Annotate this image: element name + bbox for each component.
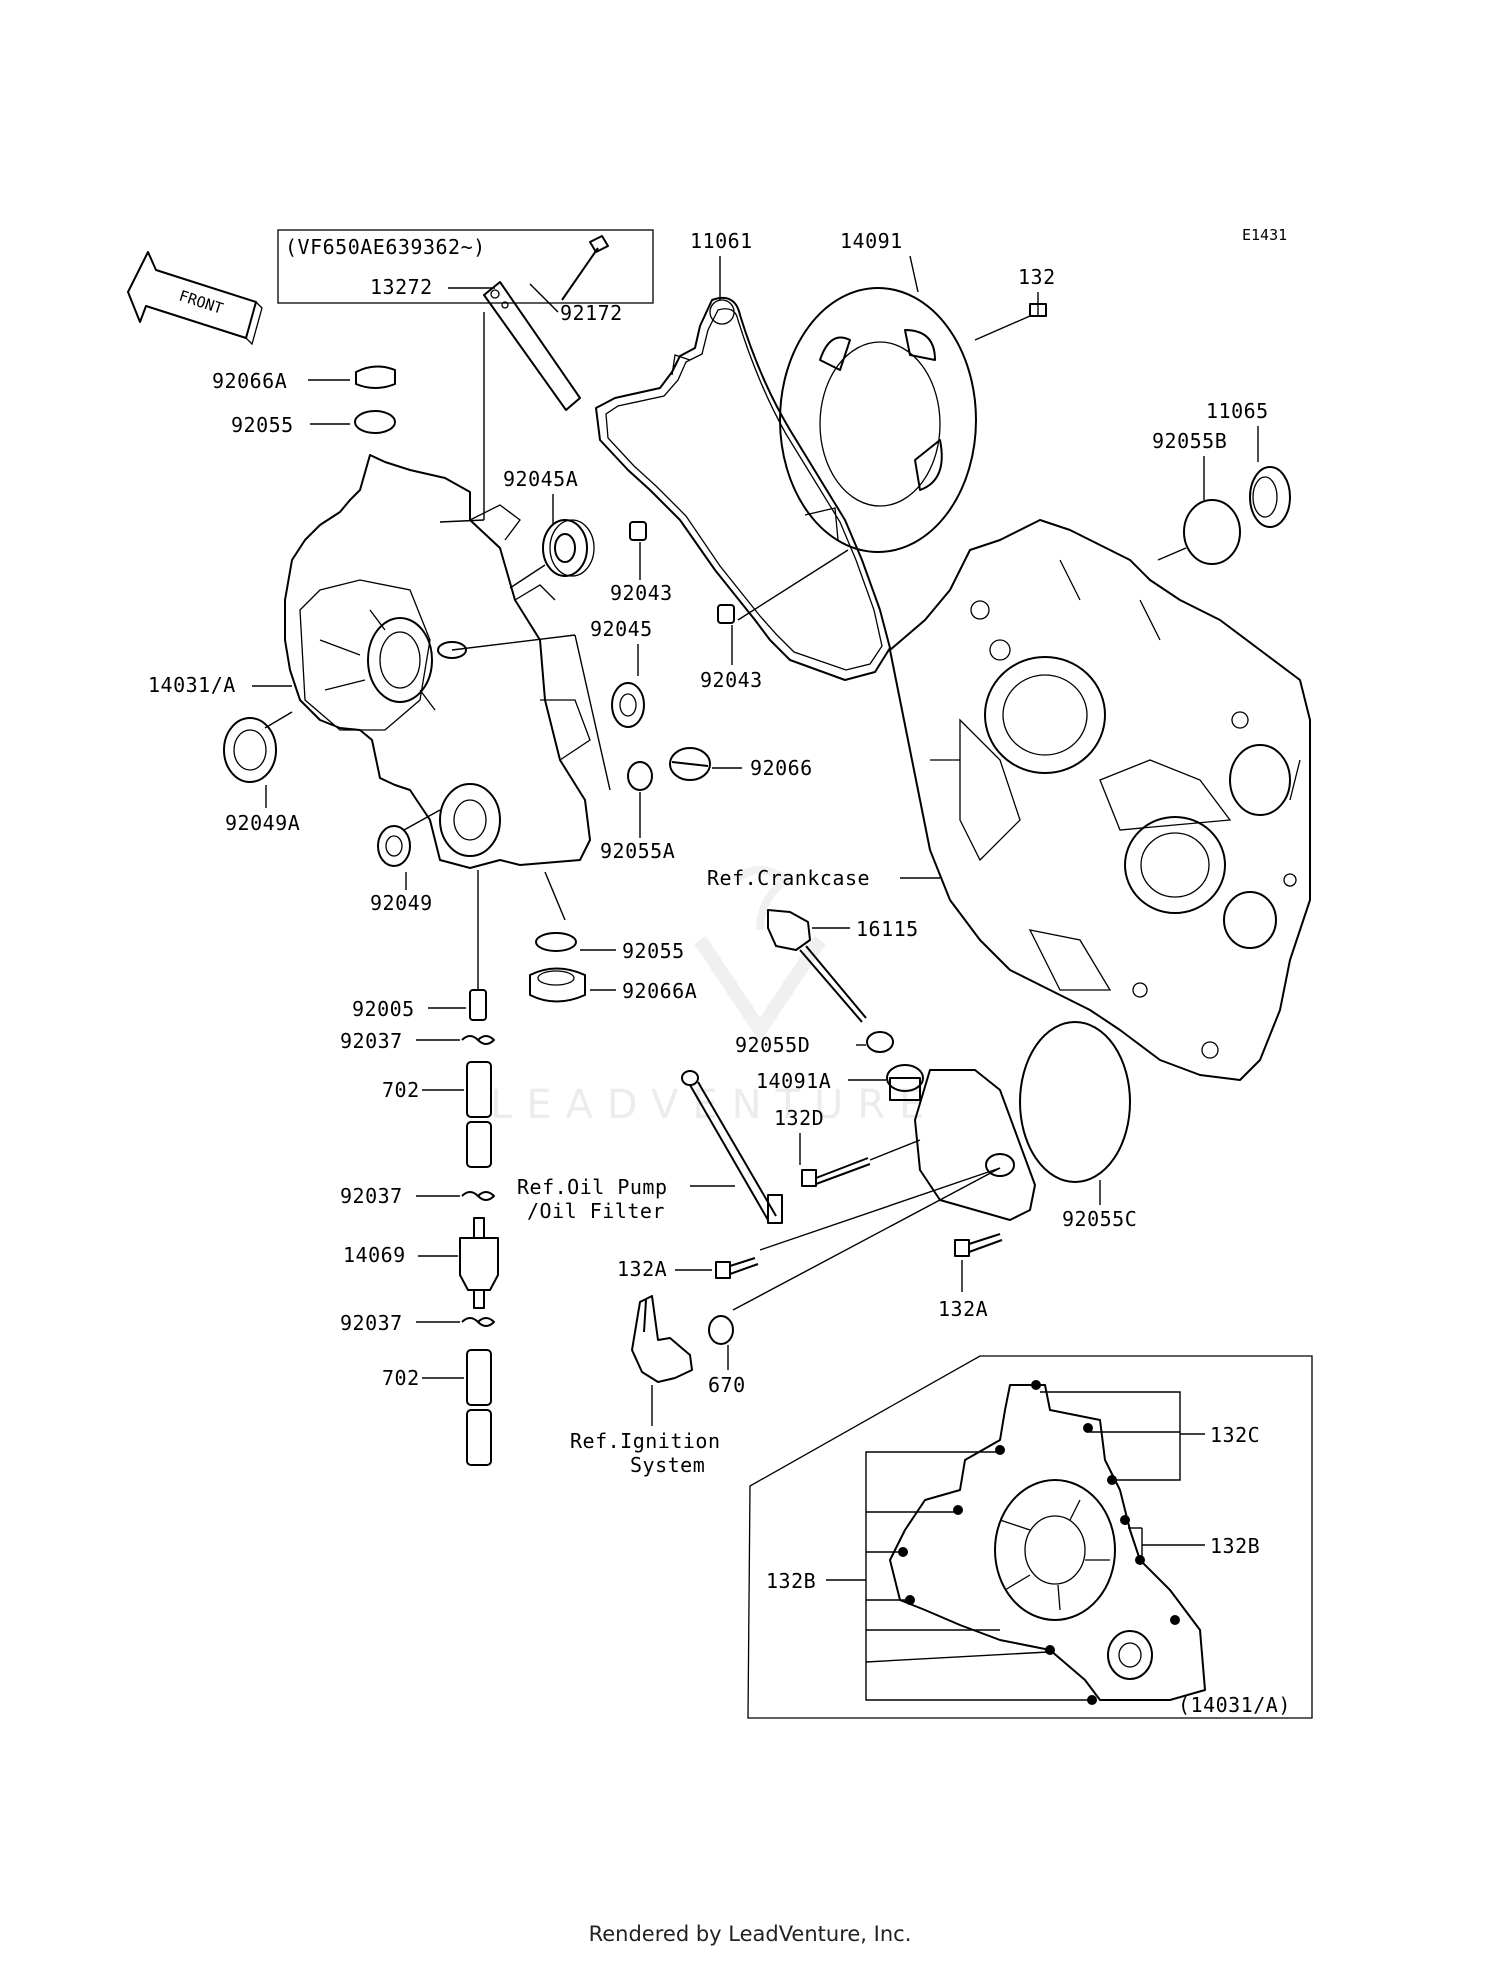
label-92055A: 92055A — [600, 839, 675, 863]
label-ref-ignition-1: Ref.Ignition — [570, 1429, 721, 1453]
label-13272: 13272 — [370, 275, 433, 299]
label-92055B: 92055B — [1152, 429, 1227, 453]
label-92055-top: 92055 — [231, 413, 294, 437]
label-92045: 92045 — [590, 617, 653, 641]
bolt-132-icon — [1029, 303, 1047, 317]
clamp-92037-2-icon — [461, 1191, 495, 1201]
label-92049: 92049 — [370, 891, 433, 915]
label-670: 670 — [708, 1373, 746, 1397]
front-label: FRONT — [177, 287, 226, 318]
label-92037-1: 92037 — [340, 1029, 403, 1053]
bolt-132A-left-icon — [715, 1257, 759, 1279]
label-ref-oilpump-1: Ref.Oil Pump — [517, 1175, 668, 1199]
plate-14091 — [779, 287, 977, 553]
serial-note: (VF650AE639362~) — [285, 235, 486, 259]
label-16115: 16115 — [856, 917, 919, 941]
label-132A-right: 132A — [938, 1297, 988, 1321]
bolt-92172 — [561, 235, 609, 301]
dipstick-16115 — [767, 909, 867, 1023]
inset-frame — [747, 1355, 1313, 1719]
watermark: LEADVENTURE — [490, 1082, 938, 1128]
label-92037-2: 92037 — [340, 1184, 403, 1208]
seal-92049A-icon — [223, 717, 277, 783]
o-ring-670-icon — [708, 1315, 734, 1345]
front-arrow-icon: FRONT — [127, 251, 263, 346]
label-132B-left: 132B — [766, 1569, 816, 1593]
o-ring-92055C-icon — [1019, 1021, 1131, 1183]
crankcase — [889, 519, 1311, 1081]
label-14031A: 14031/A — [148, 673, 236, 697]
label-92049A: 92049A — [225, 811, 300, 835]
label-92043-2: 92043 — [700, 668, 763, 692]
label-14091A: 14091A — [756, 1069, 831, 1093]
footer-credit: Rendered by LeadVenture, Inc. — [588, 1922, 912, 1946]
fitting-92005-icon — [469, 989, 487, 1021]
bolt-132A-right-icon — [954, 1233, 1003, 1257]
label-92172: 92172 — [560, 301, 623, 325]
gasket-11061 — [595, 296, 891, 681]
clamp-92037-1-icon — [461, 1035, 495, 1045]
label-ref-crankcase: Ref.Crankcase — [707, 866, 870, 890]
bolt-132D-icon — [801, 1157, 871, 1187]
bearing-92045-icon — [611, 682, 645, 728]
label-92045A: 92045A — [503, 467, 578, 491]
hose-702-1-icon — [466, 1061, 492, 1168]
label-92055C: 92055C — [1062, 1207, 1137, 1231]
inset-cover-14031A — [889, 1380, 1206, 1705]
o-ring-92055-mid-icon — [535, 932, 577, 952]
diagram-code: E1431 — [1242, 226, 1287, 244]
seal-11065-icon — [1249, 466, 1291, 528]
label-92005: 92005 — [352, 997, 415, 1021]
label-92066A-mid: 92066A — [622, 979, 697, 1003]
label-702-2: 702 — [382, 1366, 420, 1390]
label-92055-mid: 92055 — [622, 939, 685, 963]
dowel-92043-2-icon — [717, 604, 735, 624]
label-92043-1: 92043 — [610, 581, 673, 605]
o-ring-92055D-icon — [866, 1031, 894, 1053]
label-ref-oilpump-2: /Oil Filter — [527, 1199, 665, 1223]
label-702-1: 702 — [382, 1078, 420, 1102]
ignition-sensor — [631, 1295, 693, 1383]
watermark-logo — [694, 866, 826, 1043]
o-ring-92055B-icon — [1183, 499, 1241, 565]
label-92055D: 92055D — [735, 1033, 810, 1057]
label-132A-left: 132A — [617, 1257, 667, 1281]
left-cover-14031A — [284, 454, 591, 869]
inset-label: (14031/A) — [1178, 1693, 1291, 1717]
plug-92066-icon — [669, 747, 711, 781]
label-11065: 11065 — [1206, 399, 1269, 423]
clamp-92037-3-icon — [461, 1317, 495, 1327]
label-92066: 92066 — [750, 756, 813, 780]
hose-702-2-icon — [466, 1349, 492, 1466]
label-14091: 14091 — [840, 229, 903, 253]
label-132B-right: 132B — [1210, 1534, 1260, 1558]
oil-pipe — [681, 1070, 783, 1224]
dowel-92043-1-icon — [629, 521, 647, 541]
filter-14069-icon — [459, 1217, 499, 1309]
plug-92066A-icon — [355, 365, 396, 389]
bracket-13272 — [483, 281, 581, 411]
o-ring-92055A-icon — [627, 761, 653, 791]
bearing-92045A-icon — [542, 519, 595, 577]
label-14069: 14069 — [343, 1243, 406, 1267]
plug-92066A-mid-icon — [529, 967, 586, 1003]
seal-92049-icon — [377, 825, 411, 867]
serial-note-box — [277, 229, 654, 304]
label-ref-ignition-2: System — [630, 1453, 705, 1477]
label-132D: 132D — [774, 1106, 824, 1130]
cover-14091A — [886, 1064, 1036, 1221]
label-92066A: 92066A — [212, 369, 287, 393]
o-ring-92055-icon — [354, 410, 396, 434]
label-11061: 11061 — [690, 229, 753, 253]
label-132C: 132C — [1210, 1423, 1260, 1447]
label-92037-3: 92037 — [340, 1311, 403, 1335]
label-132: 132 — [1018, 265, 1056, 289]
